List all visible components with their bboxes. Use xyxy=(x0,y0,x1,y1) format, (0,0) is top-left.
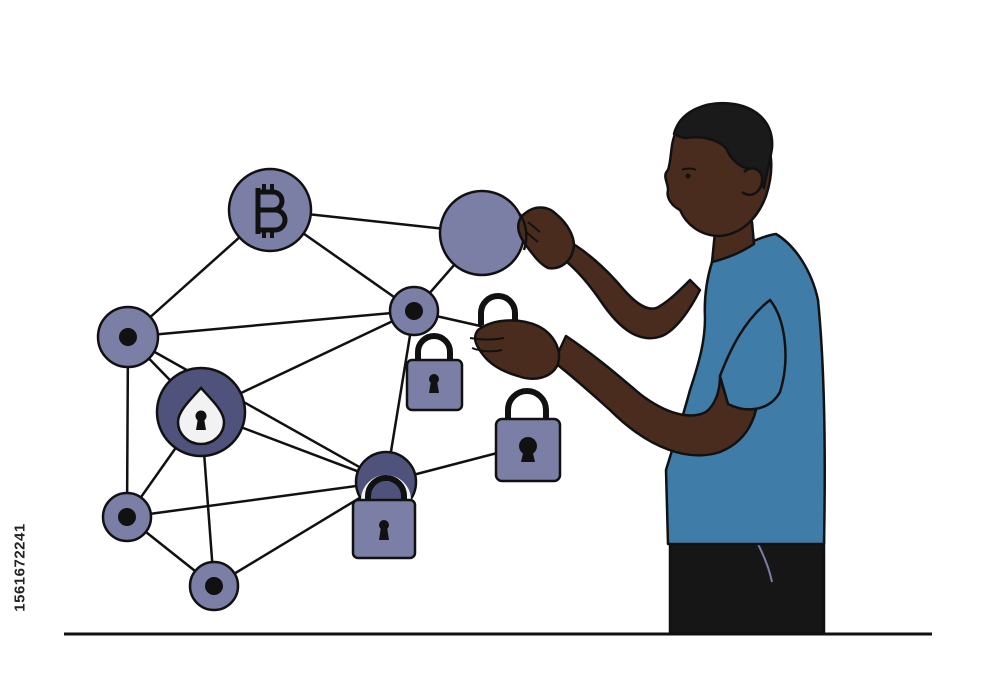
person-eye xyxy=(685,173,691,179)
person-hand-lower xyxy=(473,319,561,380)
node-dots xyxy=(118,302,423,595)
padlock-icon xyxy=(405,333,464,412)
stock-image-id: 1561672241 xyxy=(6,462,34,672)
stock-image-id-text: 1561672241 xyxy=(11,522,29,612)
padlock-shackle-held xyxy=(478,293,518,325)
bitcoin-icon xyxy=(255,184,288,238)
keyhole-shield-icon xyxy=(176,386,226,446)
person xyxy=(469,101,826,636)
person-ear xyxy=(741,167,764,196)
network-nodes xyxy=(96,167,526,612)
node-large xyxy=(438,189,526,277)
person-pants xyxy=(668,534,826,636)
node-large-rim xyxy=(518,213,528,251)
person-arm-upper xyxy=(554,238,702,340)
padlock-icon xyxy=(351,475,417,560)
padlock-icon xyxy=(494,388,562,483)
person-sleeve xyxy=(718,298,787,411)
